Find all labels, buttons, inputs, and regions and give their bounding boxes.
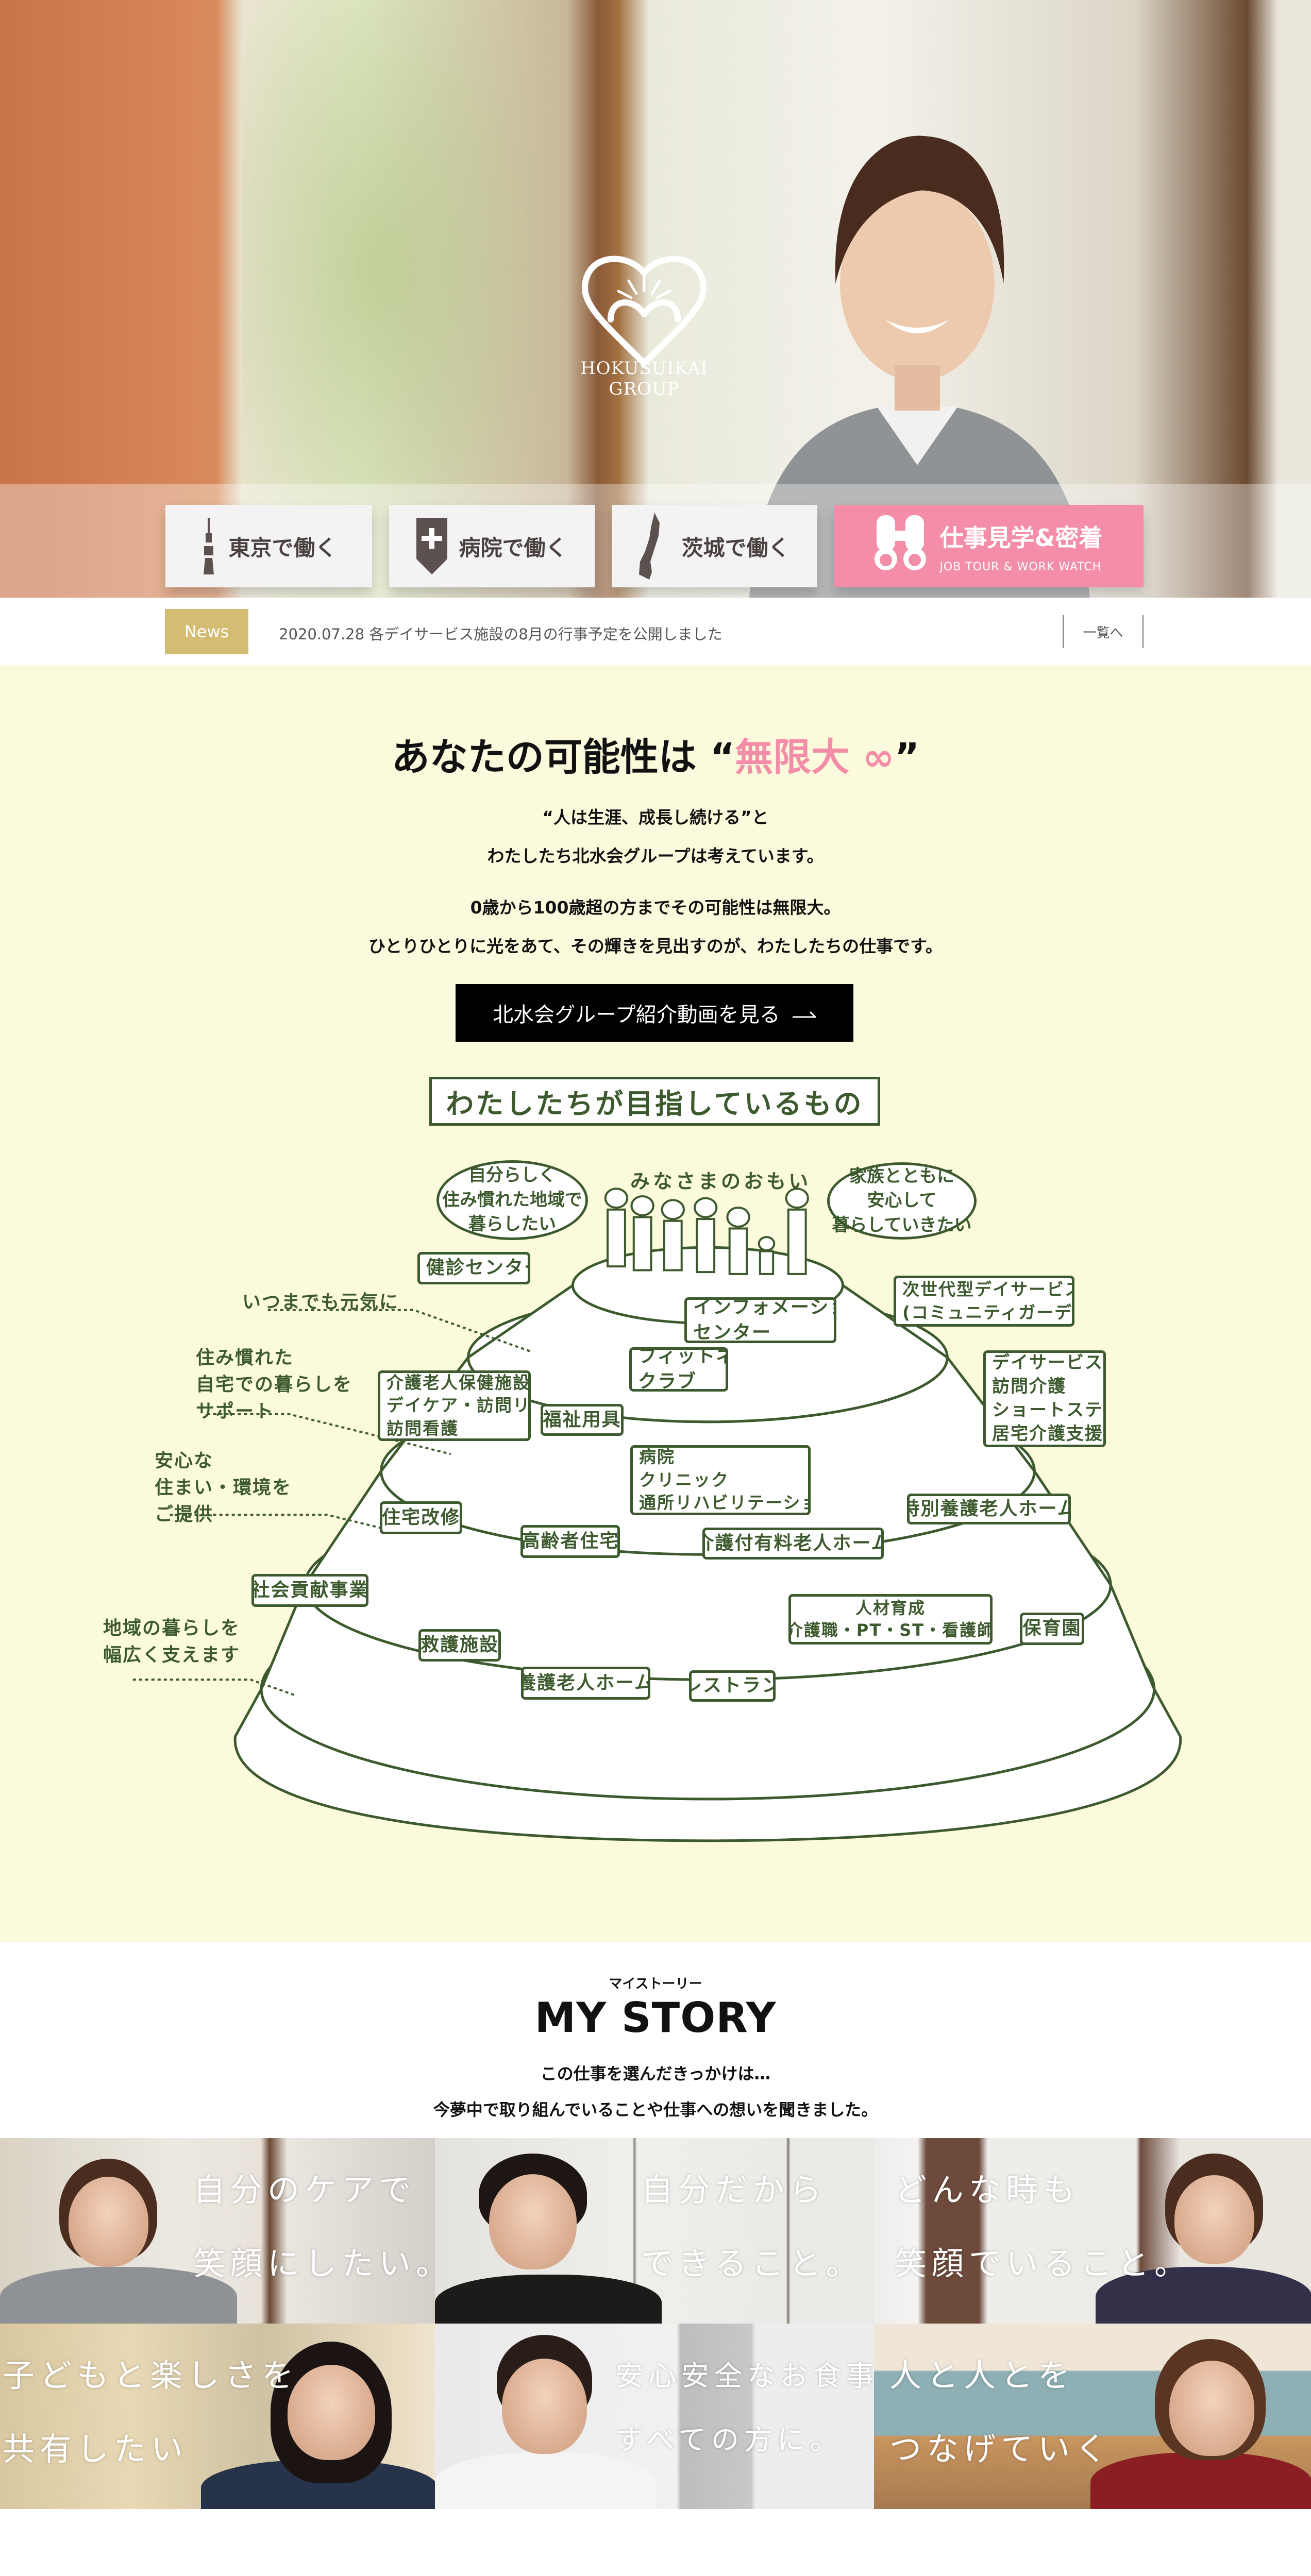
nav-label: 仕事見学&密着 [939,523,1103,552]
staff-photo [502,2359,587,2454]
staff-photo [489,2174,577,2269]
concept-line: 0歳から100歳超の方までその可能性は無限大。 [470,897,841,918]
concept-heading: あなたの可能性は “無限大 ∞” [0,726,1311,782]
dotted-leader [268,1310,531,1352]
label-health-check-center: 健診センター [417,1252,530,1284]
nav-work-tokyo-button[interactable]: 東京で働く [165,505,372,587]
diagram-note: 住み慣れた 自宅での暮らしを サポート [196,1347,353,1422]
ibaraki-map-icon [639,513,660,580]
staff-photo [69,2177,148,2267]
label-restaurant: レストラン [689,1670,776,1702]
services-cake-diagram [0,1149,1311,1917]
people-figures [606,1189,808,1274]
label-fitness-club: フィットネス クラブ [629,1347,728,1392]
label-elderly-home: 養護老人ホーム [521,1667,650,1700]
concept-line: わたしたち北水会グループは考えています。 [487,846,824,866]
story-quote: 人と人とを つなげていく [889,2357,1113,2468]
hokusuikai-heart-logo [581,256,707,366]
watch-video-button[interactable]: 北水会グループ紹介動画を見る [456,984,853,1042]
nav-label: 東京で働く [228,535,337,561]
label-welfare-equipment: 福祉用具 [541,1404,624,1436]
staff-photo [435,2275,662,2324]
label-hospital-clinic: 病院 クリニック 通所リハビリテーション [630,1445,811,1515]
label-relief-facility: 救護施設 [418,1629,501,1662]
news-list-link[interactable]: 一覧へ [1063,615,1144,648]
concept-line: ひとりひとりに光をあて、その輝きを見出すのが、わたしたちの仕事です。 [368,936,943,956]
story-card[interactable]: どんな時も 笑顔でいること。 [874,2138,1311,2324]
story-quote: 子どもと楽しさを 共有したい [3,2357,299,2468]
logo-text: HOKUSUIKAI GROUP [580,358,708,399]
arrow-right-icon [792,1011,816,1018]
staff-photo [288,2365,375,2460]
story-card[interactable]: 子どもと楽しさを 共有したい [0,2324,435,2509]
staff-photo [1174,2175,1254,2264]
staff-photo [435,2452,657,2509]
hospital-cross-icon [416,518,448,574]
nav-work-ibaraki-button[interactable]: 茨城で働く [612,505,817,587]
label-paid-nursing-home: 介護付有料老人ホーム [702,1528,884,1560]
hero-background-foliage [242,0,577,598]
story-card[interactable]: 安心安全なお食事を すべての方に。 [435,2324,874,2509]
concept-section: あなたの可能性は “無限大 ∞” “人は生涯、成長し続ける”と わたしたち北水会… [0,665,1311,1942]
news-bar: News 2020.07.28 各デイサービス施設の8月の行事予定を公開しました… [0,598,1311,665]
my-story-section: マイストーリー MY STORY この仕事を選んだきっかけは… 今夢中で取り組ん… [0,1942,1311,2524]
omoi-heading: みなさまのおもい [630,1170,812,1193]
label-next-gen-day-service: 次世代型デイサービス (コミュニティガーデン) [894,1276,1074,1327]
heading-highlight: 無限大 ∞ [735,735,895,779]
news-item-link[interactable]: 2020.07.28 各デイサービス施設の8月の行事予定を公開しました [279,625,722,643]
label-information-center: インフォメーション センター [684,1297,836,1343]
dotted-leader [170,1515,381,1528]
story-intro-line: この仕事を選んだきっかけは… [540,2064,771,2083]
story-card[interactable]: 人と人とを つなげていく [874,2324,1311,2509]
concept-line: “人は生涯、成長し続ける”と [542,807,769,827]
news-badge: News [165,609,248,654]
nav-label: 茨城で働く [681,535,790,561]
label-nursery: 保育園 [1020,1613,1084,1645]
wish-cloud: 自分らしく 住み慣れた地域で 暮らしたい [436,1160,588,1240]
story-intro-line: 今夢中で取り組んでいることや仕事への想いを聞きました。 [433,2100,878,2120]
nav-label: 病院で働く [459,535,567,561]
story-quote: 自分のケアで 笑顔にしたい。 [193,2171,435,2282]
label-geriatric-health-facility: 介護老人保健施設 デイケア・訪問リハ 訪問看護 [378,1370,531,1441]
story-card[interactable]: 自分だから できること。 [435,2138,874,2324]
video-button-label: 北水会グループ紹介動画を見る [493,1003,780,1027]
nav-sublabel: JOB TOUR & WORK WATCH [939,560,1102,573]
nav-work-hospital-button[interactable]: 病院で働く [389,505,595,587]
heading-suffix: ” [894,735,920,779]
hero-section: HOKUSUIKAI GROUP 東京で働く 病院で働く 茨城で働く 仕事見学&… [0,0,1311,598]
label-home-renovation: 住宅改修 [380,1501,462,1534]
tokyo-tower-icon [204,518,214,574]
dotted-leader [133,1680,294,1694]
mission-section-title: わたしたちが目指しているもの [429,1077,880,1126]
label-staff-training: 人材育成 (介護職・PT・ST・看護師) [788,1594,993,1645]
binoculars-icon [875,515,927,570]
diagram-note: いつまでも元気に [242,1292,399,1313]
label-day-service-home-care: デイサービス 訪問介護 ショートステイ 居宅介護支援 [983,1350,1106,1447]
diagram-note: 地域の暮らしを 幅広く支えます [103,1618,241,1666]
story-quote: 安心安全なお食事を すべての方に。 [615,2360,874,2456]
staff-photo [1096,2267,1311,2324]
wish-cloud: 家族とともに 安心して 暮らしていきたい [827,1162,977,1240]
staff-photo [0,2267,237,2324]
story-title: MY STORY [534,1994,777,2042]
label-special-nursing-home: 特別養護老人ホーム [907,1494,1071,1524]
story-subtitle: マイストーリー [609,1976,702,1992]
heading-prefix: あなたの可能性は “ [391,735,735,779]
nav-job-tour-button[interactable]: 仕事見学&密着 JOB TOUR & WORK WATCH [834,505,1144,587]
staff-photo [1090,2452,1311,2509]
diagram-note: 安心な 住まい・環境を ご提供 [155,1450,292,1526]
story-quote: 自分だから できること。 [641,2171,863,2282]
staff-photo [1169,2361,1254,2456]
label-senior-housing: 高齢者住宅 [520,1525,620,1558]
label-social-contribution: 社会貢献事業 [251,1574,368,1607]
services-diagram: みなさまのおもい 自分らしく 住み慣れた地域で 暮らしたい 家族とともに 安心し… [0,1149,1311,1917]
story-quote: どんな時も 笑顔でいること。 [895,2171,1192,2282]
story-card[interactable]: 自分のケアで 笑顔にしたい。 [0,2138,435,2324]
